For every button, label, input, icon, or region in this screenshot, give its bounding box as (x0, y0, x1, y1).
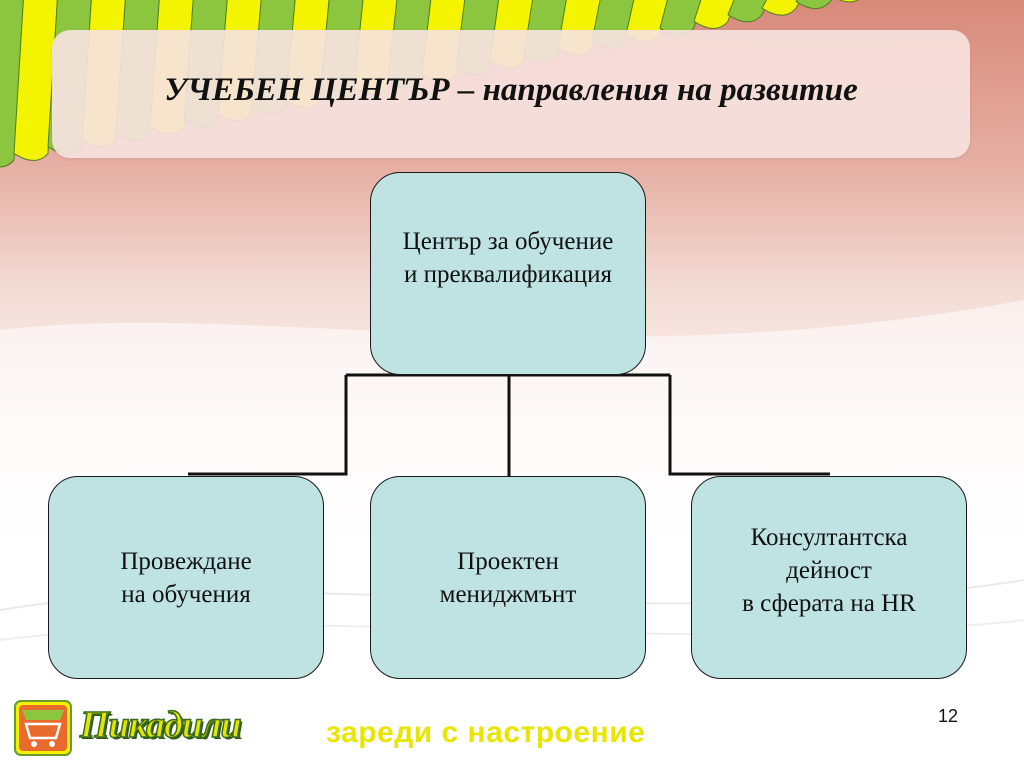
connector-right (668, 375, 830, 476)
node-project-management: Проектен мениджмънт (370, 476, 646, 679)
node-training-center: Център за обучение и преквалификация (370, 172, 646, 375)
awning-stripe (761, 0, 802, 16)
awning-stripe (795, 0, 833, 10)
node-3-line2: дейност (786, 557, 872, 584)
awning-stripe (0, 0, 24, 168)
node-2-line1: Проектен (457, 547, 559, 575)
node-3-line1: Консултантска (750, 524, 908, 551)
awning-stripe (727, 0, 769, 23)
node-1-line2: на обучения (121, 580, 251, 608)
brand-logo-text: Пикадили (79, 703, 242, 747)
title-main: УЧЕБЕН ЦЕНТЪР – (164, 72, 475, 108)
awning-stripe (693, 0, 736, 29)
node-root-line2: и преквалификация (403, 261, 613, 288)
page-number: 12 (938, 706, 959, 726)
slide-title: УЧЕБЕН ЦЕНТЪР – направления на развитие (52, 72, 970, 109)
awning-stripe (838, 0, 859, 3)
node-1-line1: Провеждане (120, 547, 252, 575)
title-band (52, 30, 970, 158)
shopping-cart-logo-icon (14, 700, 72, 756)
node-2-line2: мениджмънт (439, 580, 577, 608)
node-hr-consulting: Консултантска дейност в сферата на HR (691, 476, 967, 679)
tagline: зареди с настроение (326, 716, 646, 749)
connector-left (188, 375, 348, 476)
node-root-line1: Център за обучение (402, 228, 614, 255)
title-subtitle: направления на развитие (474, 72, 858, 108)
node-3-line3: в сферата на HR (742, 590, 916, 617)
node-conducting-trainings: Провеждане на обучения (48, 476, 324, 679)
